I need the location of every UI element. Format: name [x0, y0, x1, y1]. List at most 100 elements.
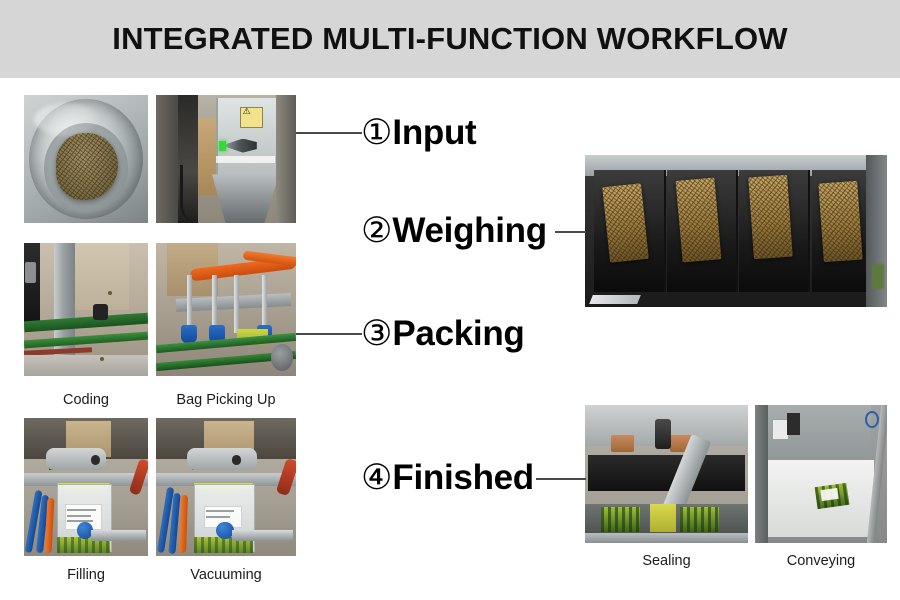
- machine-base: [24, 354, 148, 376]
- grain-pile: [56, 133, 119, 200]
- sealing-station-art: [585, 405, 748, 543]
- guide-rod: [234, 274, 240, 334]
- label-line: [67, 509, 96, 512]
- control-box: [24, 243, 41, 326]
- weighing-buckets-art: [585, 155, 887, 307]
- guide-rod: [212, 274, 217, 334]
- caption-conveying: Conveying: [786, 553, 856, 569]
- guide-rod: [186, 274, 192, 334]
- connector-port: [25, 261, 37, 283]
- bowl-highlight: [33, 102, 99, 136]
- pneumatic-shaft: [90, 529, 146, 541]
- hopper-funnel: [212, 174, 280, 223]
- mounting-bracket: [786, 413, 800, 436]
- bolt: [99, 357, 104, 362]
- step-finished: ④ Finished: [361, 460, 534, 495]
- green-conveyor-belt: [24, 331, 148, 349]
- step-label-weighing: Weighing: [392, 211, 547, 250]
- connector-line-packing: [296, 333, 362, 335]
- clamp-pivot: [231, 455, 242, 465]
- motor-unit: [93, 304, 109, 321]
- warning-label-icon: [240, 106, 263, 128]
- horizontal-rail: [24, 473, 148, 486]
- cable-coil: [864, 410, 880, 429]
- label-line: [206, 515, 231, 518]
- label-line: [206, 510, 235, 513]
- support-rail: [589, 294, 642, 304]
- roller-block: [611, 435, 634, 452]
- raw-material-bowl-art: [24, 95, 148, 223]
- auger-screw: [226, 138, 257, 153]
- conveying-station-art: [755, 405, 887, 543]
- grain-fill: [602, 183, 650, 264]
- machine-frame-right: [276, 95, 296, 223]
- horizontal-rail: [156, 473, 296, 486]
- clamp-pivot: [90, 455, 100, 465]
- caption-coding: Coding: [63, 392, 109, 408]
- step-input: ① Input: [361, 113, 477, 152]
- blue-suction-cup: [181, 325, 197, 343]
- frame-post-left: [755, 405, 769, 543]
- step-label-input: Input: [392, 113, 477, 152]
- grain-fill: [675, 177, 722, 263]
- step-label-finished: Finished: [392, 458, 534, 497]
- header-bar: INTEGRATED MULTI-FUNCTION WORKFLOW: [0, 0, 900, 78]
- connector-line-weighing: [555, 231, 586, 233]
- photo-weighing-buckets: [585, 155, 887, 307]
- bag-picking-up-art: [156, 243, 296, 376]
- step-number-3: ③: [361, 314, 393, 353]
- steel-column: [53, 243, 75, 361]
- photo-vacuuming-station: [156, 418, 296, 556]
- cable: [179, 165, 200, 223]
- step-number-1: ①: [361, 113, 393, 152]
- bag-clamp: [186, 448, 257, 471]
- filling-station-art: [24, 418, 148, 556]
- step-label-packing: Packing: [392, 314, 525, 353]
- caption-bag-picking-up: Bag Picking Up: [176, 392, 276, 408]
- background-foliage: [871, 264, 884, 289]
- step-weighing: ② Weighing: [361, 213, 547, 248]
- photo-filling-station: [24, 418, 148, 556]
- coding-station-art: [24, 243, 148, 376]
- page-title: INTEGRATED MULTI-FUNCTION WORKFLOW: [112, 21, 788, 56]
- step-packing: ③ Packing: [361, 316, 525, 351]
- green-indicator-icon: [219, 141, 226, 152]
- bolt: [108, 290, 113, 295]
- pouch-bottom-print: [57, 536, 110, 554]
- packet-seal-area: [650, 504, 677, 532]
- photo-sealing-station: [585, 405, 748, 543]
- sealing-bar: [588, 454, 745, 491]
- grain-fill: [817, 181, 863, 263]
- photo-conveying-station: [755, 405, 887, 543]
- caption-vacuuming: Vacuuming: [190, 567, 262, 583]
- connector-line-input: [296, 132, 362, 134]
- machine-frame-left: [156, 95, 179, 223]
- sealing-nozzle: [655, 418, 672, 450]
- connector-line-finished: [536, 478, 586, 480]
- bottom-rail: [585, 533, 748, 543]
- feeding-hopper-art: [156, 95, 296, 223]
- pneumatic-shaft: [231, 529, 294, 541]
- pouch-bottom-print: [193, 536, 253, 554]
- blue-suction-cup: [216, 521, 235, 540]
- belt-roller: [270, 344, 294, 371]
- sealed-packet: [679, 507, 719, 532]
- blue-suction-cup: [77, 521, 94, 540]
- caption-filling: Filling: [67, 567, 105, 583]
- photo-bag-picking-up-station: [156, 243, 296, 376]
- grain-fill: [748, 174, 794, 260]
- caption-sealing: Sealing: [642, 553, 691, 569]
- label-line: [67, 514, 91, 517]
- sealed-packet: [601, 507, 641, 532]
- vacuuming-station-art: [156, 418, 296, 556]
- label-line: [67, 520, 94, 523]
- green-conveyor-belt: [24, 313, 148, 333]
- bag-clamp: [46, 448, 106, 471]
- photo-coding-station: [24, 243, 148, 376]
- step-number-2: ②: [361, 211, 393, 250]
- orange-hose: [44, 497, 55, 554]
- guide-rod: [262, 274, 268, 334]
- orange-hose: [178, 495, 188, 554]
- photo-raw-material-bowl: [24, 95, 148, 223]
